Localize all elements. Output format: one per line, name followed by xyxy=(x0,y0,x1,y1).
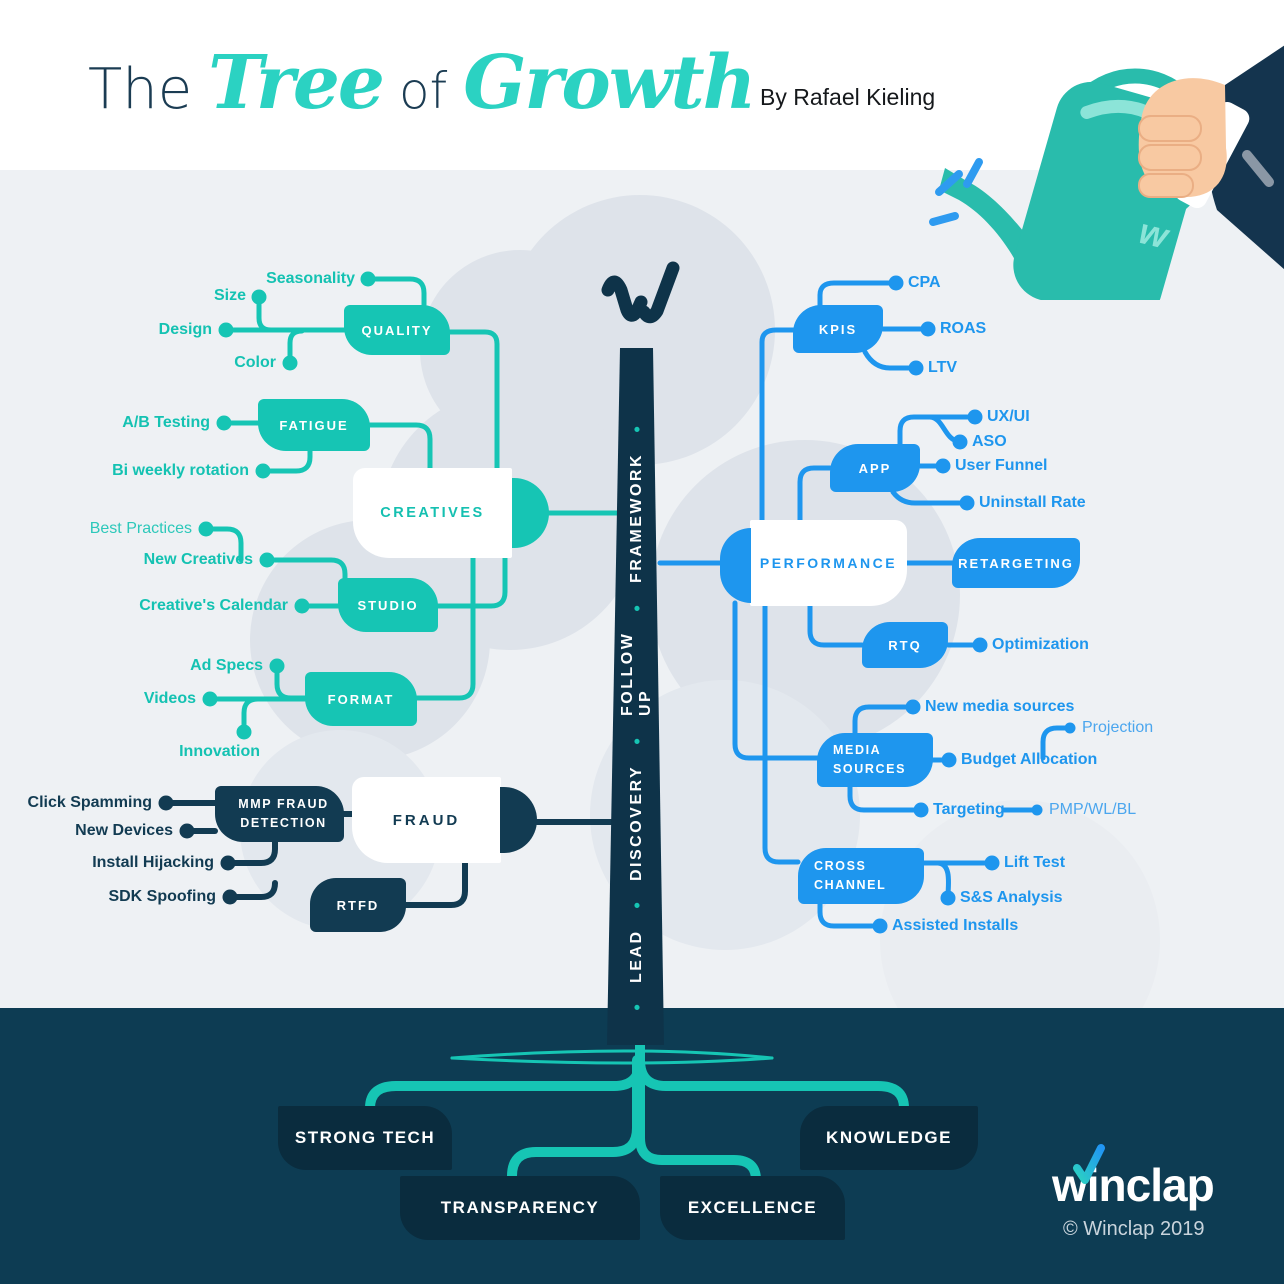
label-aso: ASO xyxy=(972,433,1007,450)
trunk-stage-lead: LEAD xyxy=(628,929,645,983)
node-kpis: KPIS xyxy=(793,305,883,353)
blue-branches xyxy=(657,275,1076,934)
node-performance: PERFORMANCE xyxy=(750,520,907,606)
label-design: Design xyxy=(158,321,212,338)
node-studio: STUDIO xyxy=(338,578,438,632)
winclap-logo-check-icon xyxy=(1073,1144,1105,1184)
label-ss-analysis: S&S Analysis xyxy=(960,889,1063,906)
title-tree: Tree xyxy=(208,40,385,126)
label-innovation: Innovation xyxy=(179,743,260,760)
trunk-stages: ● LEAD ● DISCOVERY ● FOLLOW UP ● FRAMEWO… xyxy=(598,421,676,1016)
trunk-dot: ● xyxy=(630,998,644,1016)
label-best-practices: Best Practices xyxy=(89,520,192,537)
byline: By Rafael Kieling xyxy=(760,84,936,110)
title-growth: Growth xyxy=(463,40,756,126)
root-knowledge-label: KNOWLEDGE xyxy=(826,1128,952,1147)
node-kpis-label: KPIS xyxy=(818,321,858,337)
winclap-logo: winclap xyxy=(1052,1144,1215,1212)
node-format: FORMAT xyxy=(305,672,417,726)
node-fraud-label: FRAUD xyxy=(392,811,461,829)
label-creatives-calendar: Creative's Calendar xyxy=(139,597,288,614)
label-uninstall-rate: Uninstall Rate xyxy=(979,494,1086,511)
label-cpa: CPA xyxy=(908,274,941,291)
label-size: Size xyxy=(213,287,246,304)
label-new-devices: New Devices xyxy=(75,822,173,839)
copyright: © Winclap 2019 xyxy=(1063,1218,1205,1240)
water-drops xyxy=(929,158,983,226)
node-rtq: RTQ xyxy=(862,622,948,668)
teal-branches xyxy=(198,271,623,740)
trunk-dot: ● xyxy=(630,420,644,438)
node-rtfd-label: RTFD xyxy=(336,897,380,913)
node-cross-channel-label: CROSS CHANNEL xyxy=(814,859,887,892)
node-performance-label: PERFORMANCE xyxy=(759,555,898,571)
trunk-dot: ● xyxy=(630,896,644,914)
label-biweekly-rotation: Bi weekly rotation xyxy=(112,462,249,479)
node-performance-tab xyxy=(720,528,751,603)
sleeve-accent xyxy=(1242,150,1274,187)
node-rtfd: RTFD xyxy=(310,878,406,932)
node-creatives: CREATIVES xyxy=(353,468,512,558)
root-transparency: TRANSPARENCY xyxy=(400,1176,640,1240)
trunk-stage-discovery: DISCOVERY xyxy=(628,764,645,881)
roots xyxy=(365,1025,909,1185)
label-projection: Projection xyxy=(1082,719,1154,736)
node-quality-label: QUALITY xyxy=(361,322,433,338)
title-of: of xyxy=(399,62,448,120)
node-fatigue-label: FATIGUE xyxy=(279,417,349,433)
label-optimization: Optimization xyxy=(992,636,1089,653)
label-ux-ui: UX/UI xyxy=(987,408,1030,425)
node-media-sources: MEDIA SOURCES xyxy=(817,733,933,787)
winclap-w-icon xyxy=(601,261,680,324)
label-click-spamming: Click Spamming xyxy=(27,794,152,811)
label-lift-test: Lift Test xyxy=(1004,854,1066,871)
label-roas: ROAS xyxy=(940,320,987,337)
label-sdk-spoofing: SDK Spoofing xyxy=(108,888,216,905)
trunk-dot: ● xyxy=(630,599,644,616)
node-cross-channel: CROSS CHANNEL xyxy=(798,848,924,904)
node-app-label: APP xyxy=(858,460,892,476)
label-budget-allocation: Budget Allocation xyxy=(961,751,1098,768)
label-assisted-installs: Assisted Installs xyxy=(892,917,1019,934)
node-quality: QUALITY xyxy=(344,305,450,355)
node-media-sources-label: MEDIA SOURCES xyxy=(833,743,907,776)
label-user-funnel: User Funnel xyxy=(955,457,1048,474)
label-ab-testing: A/B Testing xyxy=(122,414,210,431)
label-ltv: LTV xyxy=(928,359,958,376)
root-strong-tech: STRONG TECH xyxy=(278,1106,452,1170)
title-the: The xyxy=(88,57,193,122)
node-retargeting: RETARGETING xyxy=(952,538,1080,588)
root-excellence: EXCELLENCE xyxy=(660,1176,845,1240)
label-color: Color xyxy=(234,354,276,371)
root-strong-tech-label: STRONG TECH xyxy=(294,1128,436,1147)
node-fraud: FRAUD xyxy=(352,777,501,863)
page-title: The Tree of Growth xyxy=(88,40,756,126)
label-new-media-sources: New media sources xyxy=(925,698,1075,715)
node-retargeting-label: RETARGETING xyxy=(958,555,1074,571)
root-excellence-label: EXCELLENCE xyxy=(687,1198,818,1217)
label-videos: Videos xyxy=(143,690,196,707)
root-knowledge: KNOWLEDGE xyxy=(800,1106,978,1170)
label-pmp-wl-bl: PMP/WL/BL xyxy=(1049,801,1137,818)
label-ad-specs: Ad Specs xyxy=(190,657,263,674)
node-rtq-label: RTQ xyxy=(888,637,922,653)
node-app: APP xyxy=(830,444,920,492)
navy-branches xyxy=(158,795,615,908)
label-seasonality: Seasonality xyxy=(266,270,355,287)
node-studio-label: STUDIO xyxy=(357,597,419,613)
hand xyxy=(1138,78,1227,198)
trunk-dot: ● xyxy=(630,732,644,749)
label-targeting: Targeting xyxy=(933,801,1005,818)
trunk-stage-framework: FRAMEWORK xyxy=(628,453,645,584)
node-format-label: FORMAT xyxy=(327,691,395,707)
node-creatives-label: CREATIVES xyxy=(380,505,485,521)
node-mmp-label: MMP FRAUD DETECTION xyxy=(238,797,329,830)
node-fatigue: FATIGUE xyxy=(258,399,370,451)
trunk-stage-followup: FOLLOW UP xyxy=(619,631,654,717)
watering-can-illustration: w xyxy=(929,45,1284,300)
label-install-hijacking: Install Hijacking xyxy=(92,854,214,871)
label-new-creatives: New Creatives xyxy=(143,551,253,568)
node-mmp-fraud-detection: MMP FRAUD DETECTION xyxy=(215,786,344,842)
root-transparency-label: TRANSPARENCY xyxy=(440,1198,600,1217)
